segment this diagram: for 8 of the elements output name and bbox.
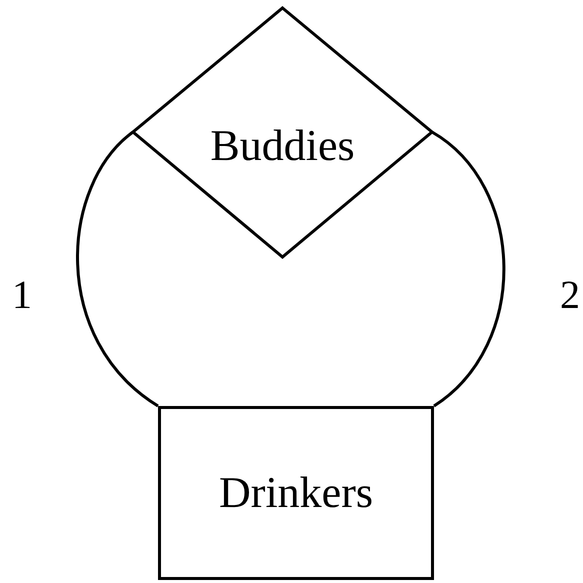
role-label: 2	[560, 275, 580, 315]
relationship-line	[431, 130, 506, 408]
role-label: 1	[12, 275, 32, 315]
relationship-line	[76, 130, 159, 408]
relationship-name: Buddies	[210, 120, 355, 168]
relationship-diamond	[133, 8, 432, 257]
entity-box	[158, 406, 434, 580]
entity-name: Drinkers	[219, 471, 373, 515]
